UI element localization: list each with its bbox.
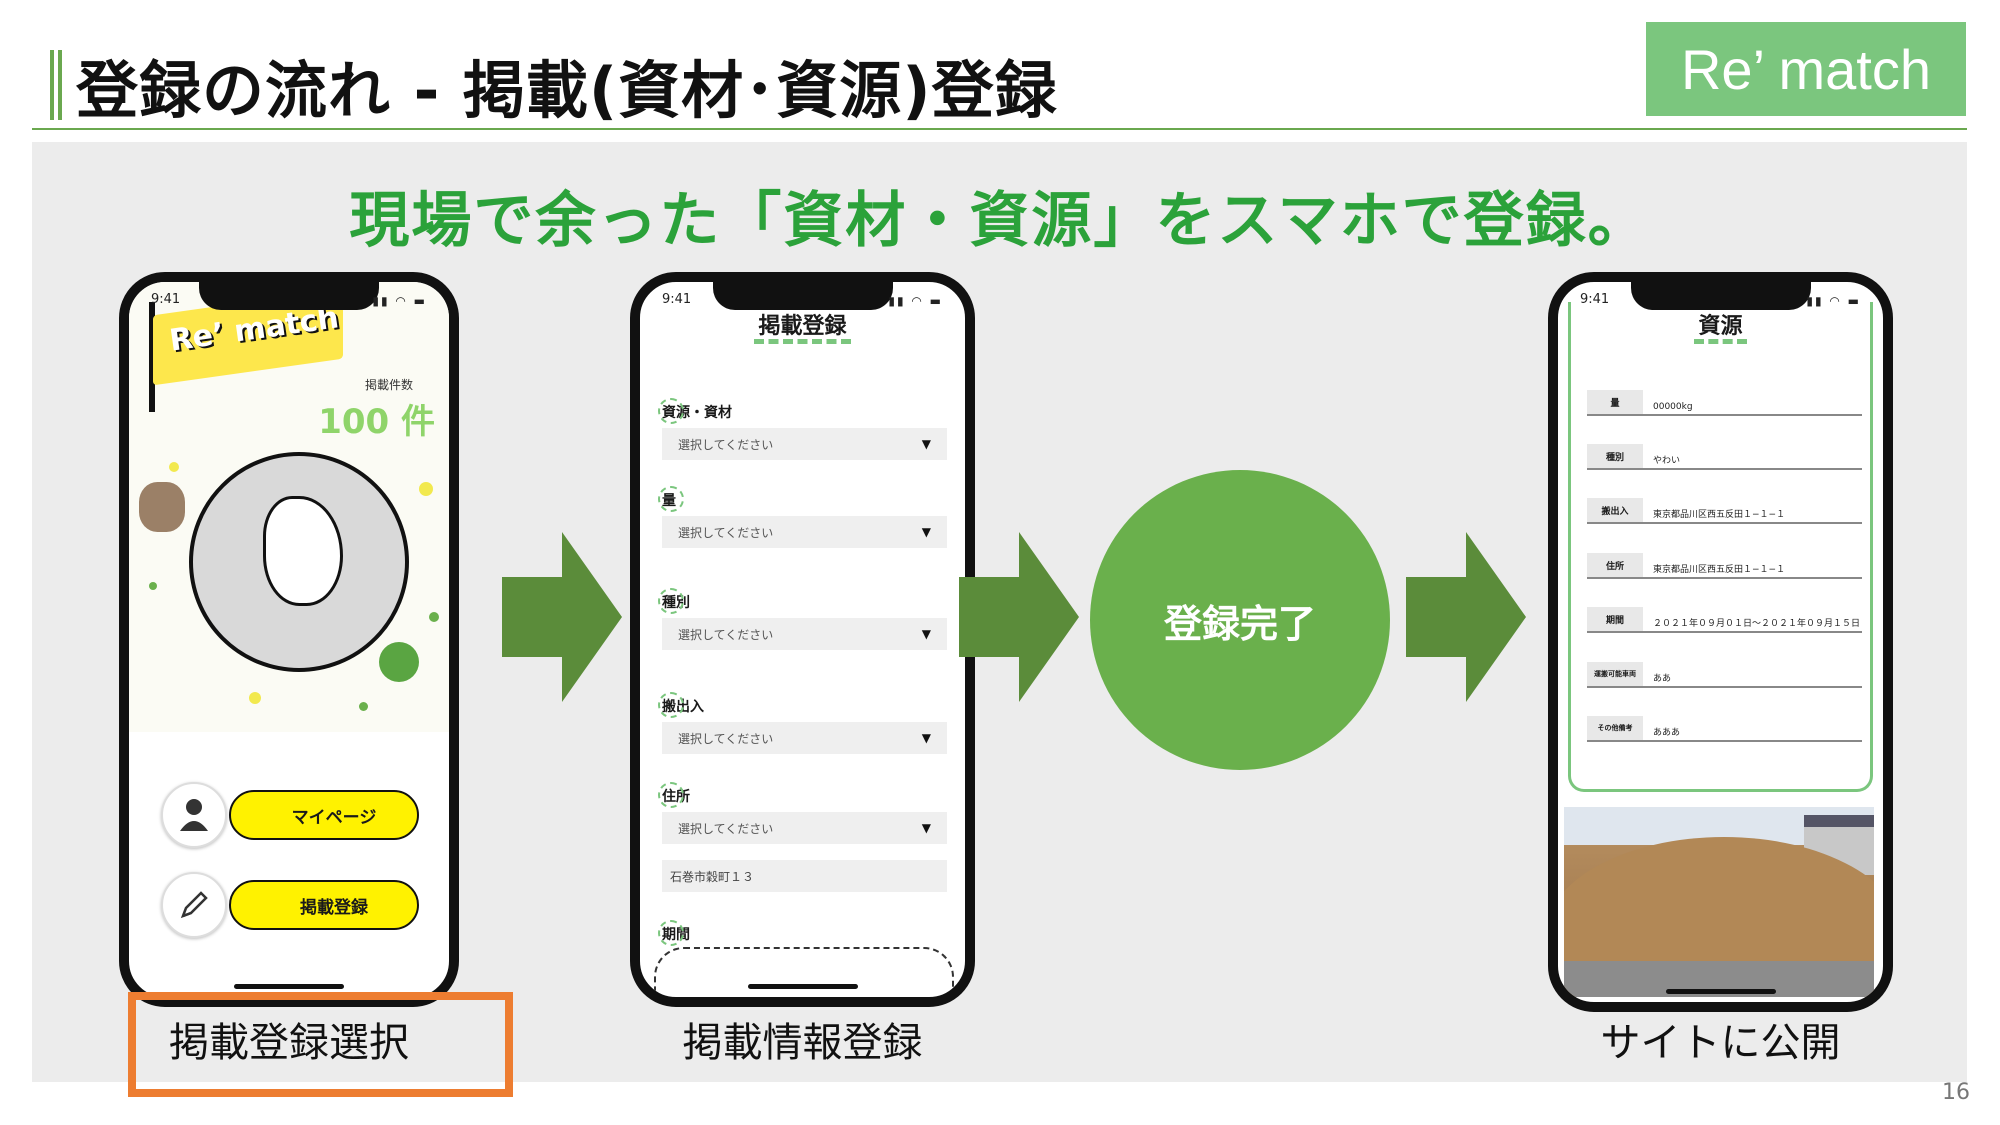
resource-photo (1564, 807, 1874, 997)
dropdown-arrow-icon: ▼ (921, 525, 931, 539)
detail-key: 搬出入 (1587, 498, 1643, 522)
detail-row: 搬出入東京都品川区西五反田１−１−１ (1587, 498, 1862, 524)
pencil-icon (180, 891, 208, 919)
detail-key: 期間 (1587, 607, 1643, 631)
select-placeholder: 選択してください (678, 731, 774, 746)
field-label-type: 種別 (658, 588, 690, 614)
page-number: 16 (1942, 1080, 1970, 1105)
status-time: 9:41 (662, 292, 692, 307)
listing-title: 資源 (1558, 308, 1883, 344)
select-placeholder: 選択してください (678, 821, 774, 836)
detail-key: 運搬可能車両 (1587, 662, 1643, 686)
detail-value: あああ (1653, 728, 1681, 738)
detail-key: 量 (1587, 390, 1643, 414)
person-icon (180, 799, 208, 831)
transport-select[interactable]: 選択してください ▼ (662, 722, 947, 754)
slide-title: 登録の流れ - 掲載(資材･資源)登録 (76, 54, 1058, 127)
quantity-select[interactable]: 選択してください ▼ (662, 516, 947, 548)
phone-notch (712, 282, 893, 310)
select-placeholder: 選択してください (678, 525, 774, 540)
detail-row: 住所東京都品川区西五反田１−１−１ (1587, 553, 1862, 579)
decor-dot (429, 612, 439, 622)
headline: 現場で余った「資材・資源」をスマホで登録。 (349, 186, 1650, 256)
mypage-button[interactable]: マイページ (229, 790, 419, 840)
flow-arrow-1-icon (502, 532, 622, 702)
detail-row: その他備考あああ (1587, 716, 1862, 742)
dropdown-arrow-icon: ▼ (921, 731, 931, 745)
detail-value: やわい (1653, 456, 1681, 466)
status-time: 9:41 (151, 292, 181, 307)
rock-pile-icon (139, 482, 185, 532)
step1-caption: 掲載登録選択 (169, 1020, 409, 1066)
step2-caption: 掲載情報登録 (682, 1020, 923, 1066)
period-input[interactable] (654, 947, 954, 997)
detail-key: その他備考 (1587, 716, 1643, 740)
status-icons: ▮▮ ◠ ▬ (1806, 294, 1861, 308)
phone-home-screen: 9:41 ▮▮ ◠ ▬ Re’ match 掲載件数 100 件 マイページ (119, 272, 459, 1007)
address-input[interactable]: 石巻市穀町１３ (662, 860, 947, 892)
hero-illustration: Re’ match 掲載件数 100 件 (129, 282, 449, 732)
globe-icon (189, 452, 409, 672)
detail-value: 東京都品川区西五反田１−１−１ (1653, 565, 1786, 575)
brand-logo: Re’ match (1646, 22, 1966, 116)
resource-select[interactable]: 選択してください ▼ (662, 428, 947, 460)
field-label-resource: 資源・資材 (658, 398, 732, 424)
decor-dot (249, 692, 261, 704)
dropdown-arrow-icon: ▼ (921, 821, 931, 835)
phone-registration-form: 9:41 ▮▮ ◠ ▬ 掲載登録 資源・資材 選択してください ▼ 量 選択して… (630, 272, 975, 1007)
decor-dot (359, 702, 368, 711)
mypage-avatar[interactable] (161, 782, 227, 848)
status-icons: ▮▮ ◠ ▬ (888, 294, 943, 308)
field-label-address: 住所 (658, 782, 690, 808)
select-placeholder: 選択してください (678, 437, 774, 452)
type-select[interactable]: 選択してください ▼ (662, 618, 947, 650)
detail-row: 期間 ２０２１年０９月０１日〜２０２１年０９月１５日 (1587, 607, 1862, 633)
detail-row: 運搬可能車両ああ (1587, 662, 1862, 688)
detail-key: 住所 (1587, 553, 1643, 577)
field-label-period: 期間 (658, 920, 690, 946)
detail-row: 種別やわい (1587, 444, 1862, 470)
detail-value: 00000kg (1653, 402, 1693, 412)
home-indicator (1665, 989, 1776, 994)
listing-count-label: 掲載件数 (364, 378, 413, 392)
flag-pole (149, 302, 155, 412)
decor-dot (419, 482, 433, 496)
phone-notch (1630, 282, 1811, 310)
address-select[interactable]: 選択してください ▼ (662, 812, 947, 844)
status-time: 9:41 (1580, 292, 1610, 307)
register-listing-button[interactable]: 掲載登録 (229, 880, 419, 930)
detail-value: 東京都品川区西五反田１−１−１ (1653, 510, 1786, 520)
home-indicator (234, 984, 344, 989)
decor-dot (149, 582, 157, 590)
registration-complete-badge: 登録完了 (1090, 470, 1390, 770)
dropdown-arrow-icon: ▼ (921, 437, 931, 451)
japan-map-icon (263, 496, 343, 606)
detail-value: ああ (1653, 674, 1672, 684)
dropdown-arrow-icon: ▼ (921, 627, 931, 641)
detail-row: 量 00000kg (1587, 390, 1862, 416)
field-label-transport: 搬出入 (658, 692, 704, 718)
tree-icon (379, 642, 419, 682)
title-bar-icon (50, 50, 62, 120)
flow-arrow-3-icon (1406, 532, 1526, 702)
title-divider (32, 128, 1967, 130)
field-label-quantity: 量 (658, 486, 684, 512)
status-icons: ▮▮ ◠ ▬ (372, 294, 427, 308)
phone-notch (199, 282, 379, 310)
slide-title-bar: 登録の流れ - 掲載(資材･資源)登録 (50, 40, 1058, 130)
detail-value: ２０２１年０９月０１日〜２０２１年０９月１５日 (1653, 619, 1861, 629)
listing-count-value: 100 件 (318, 402, 435, 442)
flow-arrow-2-icon (959, 532, 1079, 702)
content-panel: 現場で余った「資材・資源」をスマホで登録。 9:41 ▮▮ ◠ ▬ Re’ ma… (32, 142, 1967, 1097)
decor-dot (169, 462, 179, 472)
detail-key: 種別 (1587, 444, 1643, 468)
home-indicator (747, 984, 858, 989)
select-placeholder: 選択してください (678, 627, 774, 642)
highlight-frame (128, 992, 513, 1097)
form-title: 掲載登録 (640, 308, 965, 344)
step3-caption: サイトに公開 (1600, 1020, 1841, 1066)
register-avatar[interactable] (161, 872, 227, 938)
